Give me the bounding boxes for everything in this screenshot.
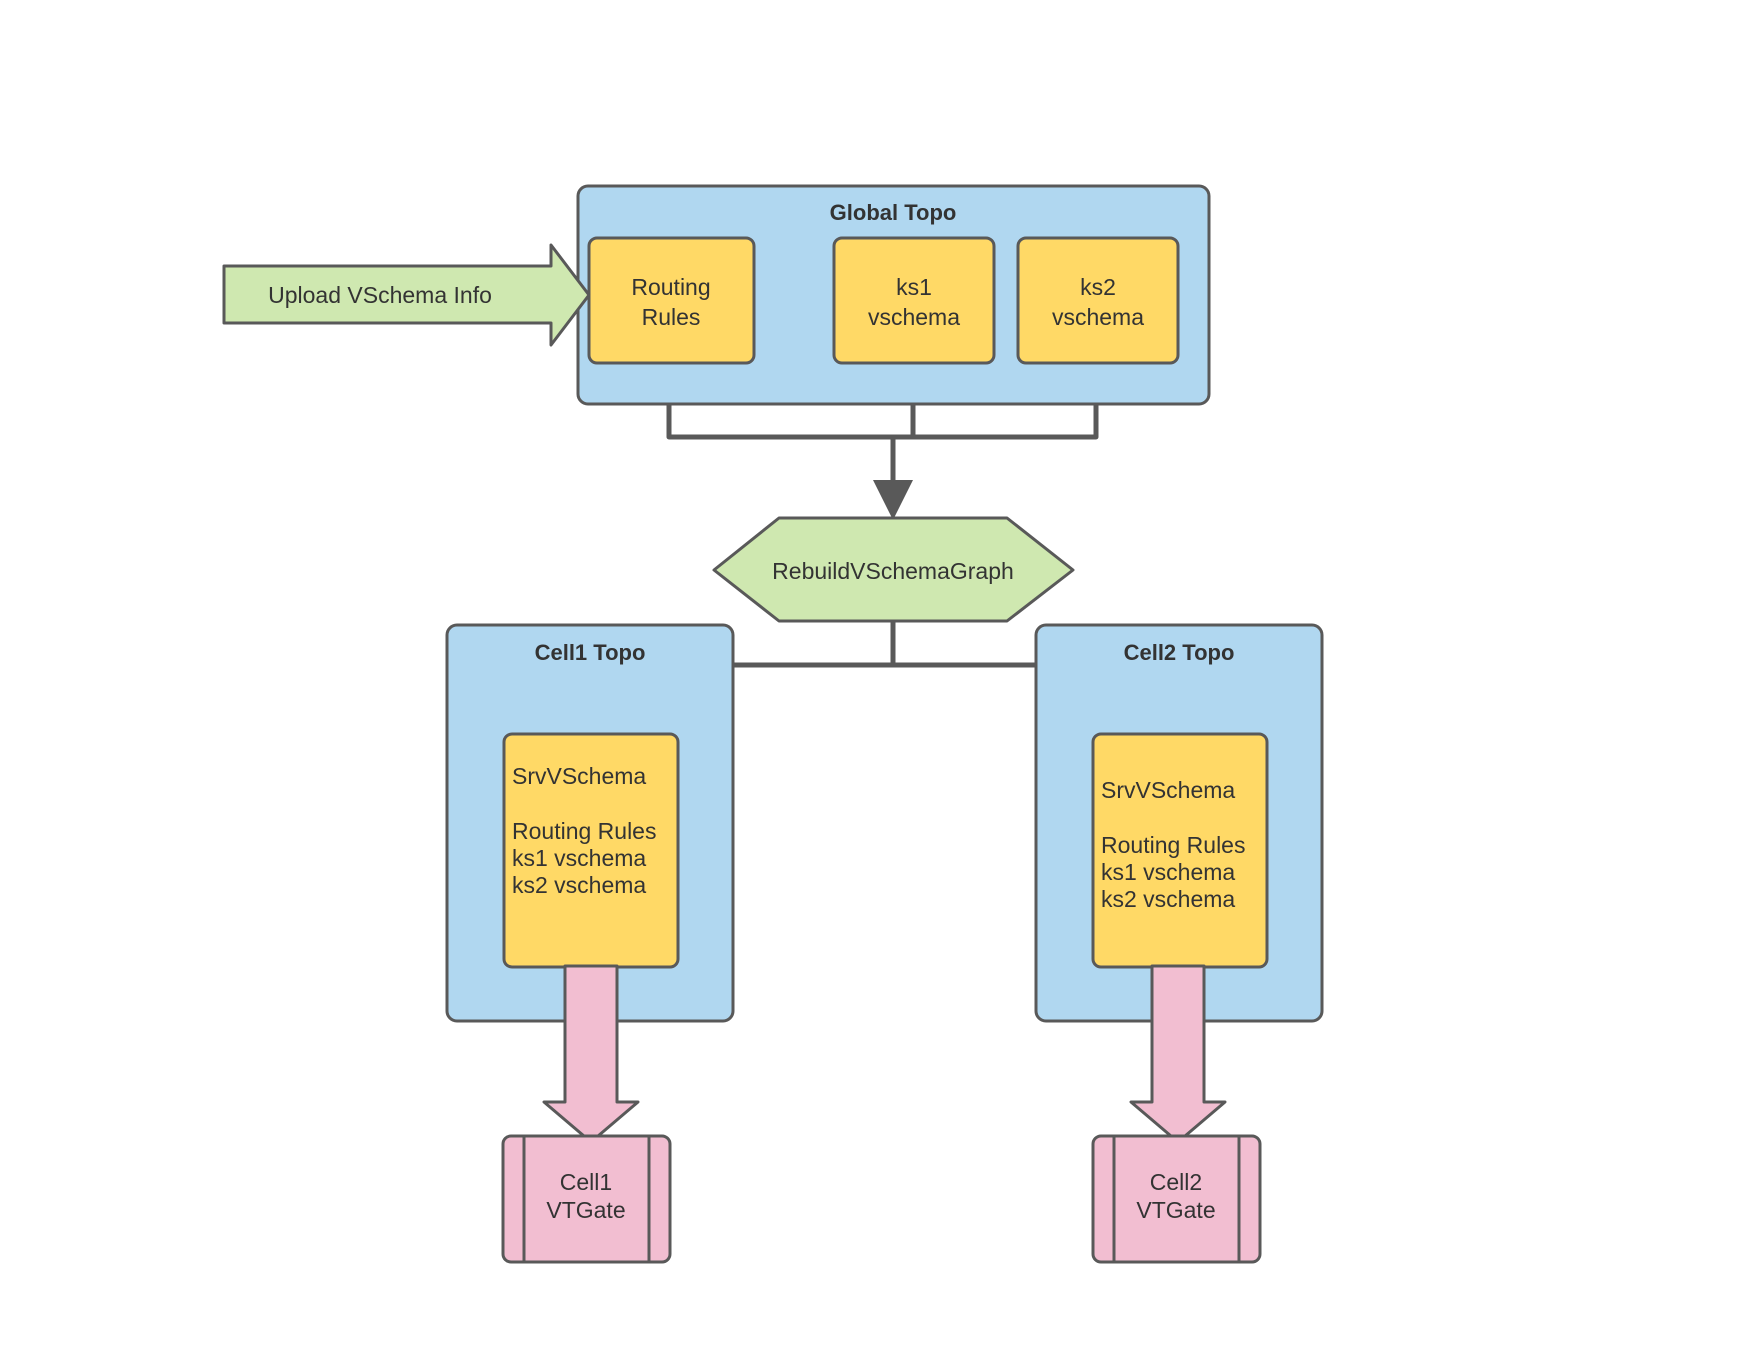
cell1-srv-vschema-node[interactable]: SrvVSchema Routing Rules ks1 vschema ks2…	[502, 732, 680, 969]
cell2-srv-item-1: ks1 vschema	[1101, 859, 1235, 885]
cell1-srv-heading: SrvVSchema	[512, 763, 646, 789]
cell2-srv-item-0: Routing Rules	[1101, 832, 1245, 858]
upload-vschema-arrow[interactable]: Upload VSchema Info	[222, 243, 591, 347]
node-ks1-line1: ks1	[896, 274, 932, 300]
node-ks1-line2: vschema	[868, 304, 960, 330]
process-label: RebuildVSchemaGraph	[772, 558, 1014, 584]
cell2-srv-item-2: ks2 vschema	[1101, 886, 1235, 912]
cell1-srv-item-1: ks1 vschema	[512, 845, 646, 871]
cell1-srv-item-0: Routing Rules	[512, 818, 656, 844]
process-rebuild-vschema-graph[interactable]: RebuildVSchemaGraph	[712, 516, 1075, 623]
cell2-srv-to-vtgate-arrow	[1129, 964, 1227, 1144]
cell2-srv-heading: SrvVSchema	[1101, 777, 1235, 803]
node-routing-rules[interactable]: Routing Rules	[587, 236, 756, 365]
cell2-topo-title: Cell2 Topo	[1124, 640, 1235, 665]
node-ks2-line1: ks2	[1080, 274, 1116, 300]
cell1-topo-title: Cell1 Topo	[535, 640, 646, 665]
cell1-srv-item-2: ks2 vschema	[512, 872, 646, 898]
cell1-vtgate-node[interactable]: Cell1 VTGate	[501, 1134, 672, 1264]
node-ks1-vschema[interactable]: ks1 vschema	[832, 236, 996, 365]
cell2-vtgate-line2: VTGate	[1136, 1197, 1215, 1223]
upload-vschema-arrow-label: Upload VSchema Info	[268, 282, 492, 308]
global-topo-title: Global Topo	[830, 200, 957, 225]
cell1-vtgate-line1: Cell1	[560, 1169, 612, 1195]
cell2-srv-vschema-node[interactable]: SrvVSchema Routing Rules ks1 vschema ks2…	[1091, 732, 1269, 969]
node-routing-rules-line1: Routing	[631, 274, 710, 300]
cell1-srv-to-vtgate-arrow	[542, 964, 640, 1144]
cell2-vtgate-node[interactable]: Cell2 VTGate	[1091, 1134, 1262, 1264]
cell2-vtgate-line1: Cell2	[1150, 1169, 1202, 1195]
node-routing-rules-line2: Rules	[642, 304, 701, 330]
cell1-vtgate-line2: VTGate	[546, 1197, 625, 1223]
node-ks2-line2: vschema	[1052, 304, 1144, 330]
node-ks2-vschema[interactable]: ks2 vschema	[1016, 236, 1180, 365]
